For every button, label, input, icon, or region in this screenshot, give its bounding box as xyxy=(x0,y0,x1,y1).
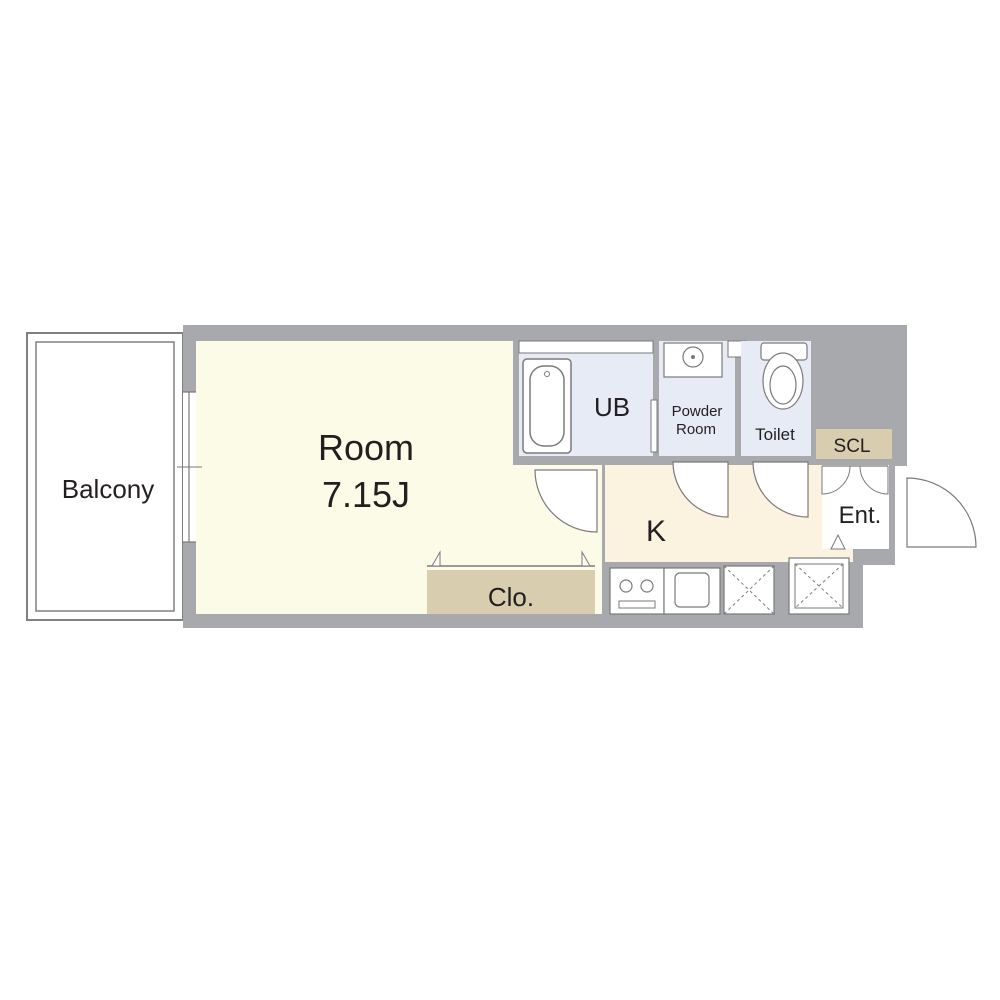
washer-space xyxy=(788,557,850,615)
powder-door-swing xyxy=(672,461,729,518)
bathtub-icon xyxy=(522,358,572,454)
closet-marker-right xyxy=(581,550,591,567)
toilet-bowl-icon xyxy=(762,352,804,410)
shoe-closet-floor xyxy=(816,429,892,459)
closet-floor xyxy=(427,570,595,614)
balcony xyxy=(26,332,184,621)
unit-bath-wall-top xyxy=(518,340,654,354)
stove-icon xyxy=(609,567,665,615)
burner-right xyxy=(640,579,654,593)
room-door-swing xyxy=(534,469,598,533)
appliance-space xyxy=(723,565,775,615)
closet-marker-left xyxy=(431,550,441,567)
vanity-icon xyxy=(663,342,723,378)
powder-room-label-line2: Room xyxy=(676,421,716,438)
kitchen-sink-icon xyxy=(674,572,710,608)
main-room-floor xyxy=(196,341,513,614)
room-label: Room xyxy=(318,427,414,468)
powder-sliding-door xyxy=(650,399,658,453)
entrance-step-marker xyxy=(830,533,846,550)
kitchen-label: K xyxy=(646,515,666,548)
sink-drain xyxy=(691,355,695,359)
burner-left xyxy=(619,579,633,593)
bathtub-inner xyxy=(529,365,565,447)
toilet-door-swing xyxy=(752,461,809,518)
bathtub-drain xyxy=(544,371,550,377)
toilet-label: Toilet xyxy=(755,425,795,444)
counter xyxy=(663,567,721,615)
shoe-closet-label: SCL xyxy=(834,436,871,457)
entrance-door-swing xyxy=(906,477,977,548)
powder-room-label-line1: Powder xyxy=(672,403,723,420)
balcony-window xyxy=(177,391,202,543)
toilet-seat xyxy=(769,365,797,405)
sink-basin xyxy=(682,346,704,368)
stove-knobs xyxy=(618,600,656,609)
unit-bath-label: UB xyxy=(594,392,630,422)
room-size-label: 7.15J xyxy=(322,474,410,515)
entrance-label: Ent. xyxy=(839,502,882,529)
closet-label: Clo. xyxy=(488,582,534,612)
balcony-label: Balcony xyxy=(62,474,155,504)
shoe-closet-doors xyxy=(821,465,889,495)
entrance-floor xyxy=(822,465,889,549)
